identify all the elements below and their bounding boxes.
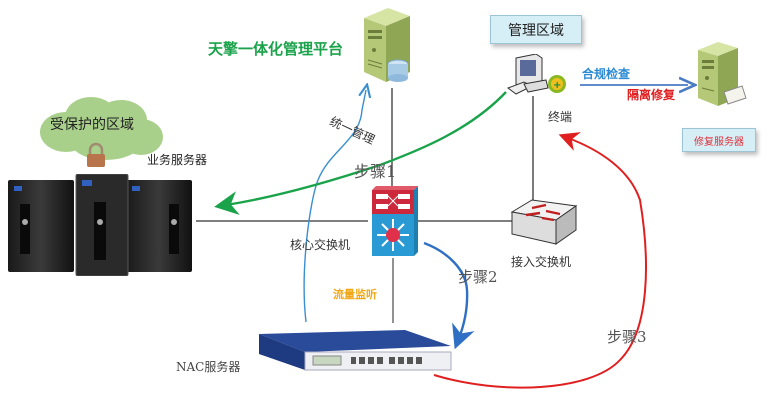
traffic-monitor-label: 流量监听: [333, 288, 377, 301]
edge-unified-mgmt: [303, 90, 366, 323]
edge-step3: [433, 132, 647, 389]
compliance-check-label: 合规检查: [582, 67, 631, 81]
nac-server-icon: [259, 330, 452, 371]
access-switch-label: 接入交换机: [511, 255, 572, 269]
repair-server-icon: [698, 42, 747, 106]
step3-label: 步骤3: [607, 328, 647, 346]
nac-server-label: NAC服务器: [176, 360, 241, 374]
core-switch-icon: [372, 186, 418, 256]
repair-server-box: 修复服务器: [682, 128, 756, 152]
management-zone-label: 管理区域: [508, 22, 564, 39]
step2-label: 步骤2: [458, 268, 498, 286]
isolation-repair-label: 隔离修复: [627, 88, 676, 102]
platform-label: 天擎一体化管理平台: [208, 40, 344, 58]
lock-icon: [87, 142, 105, 167]
platform-server-icon: [364, 8, 410, 82]
business-servers-icon: [8, 174, 192, 276]
cloud-icon: [40, 97, 163, 160]
core-switch-label: 核心交换机: [290, 238, 351, 252]
access-switch-icon: [510, 199, 578, 245]
edge-step1: [214, 91, 507, 215]
protected-zone-label: 受保护的区域: [50, 117, 134, 133]
management-zone-box: 管理区域: [490, 15, 582, 44]
step1-label: 步骤1: [354, 162, 397, 181]
terminal-icon: +: [506, 54, 566, 95]
business-servers-label: 业务服务器: [147, 153, 208, 167]
svg-text:+: +: [553, 80, 561, 91]
terminal-label: 终端: [548, 110, 573, 124]
repair-server-label: 修复服务器: [694, 136, 744, 148]
edge-step2: [423, 241, 475, 350]
